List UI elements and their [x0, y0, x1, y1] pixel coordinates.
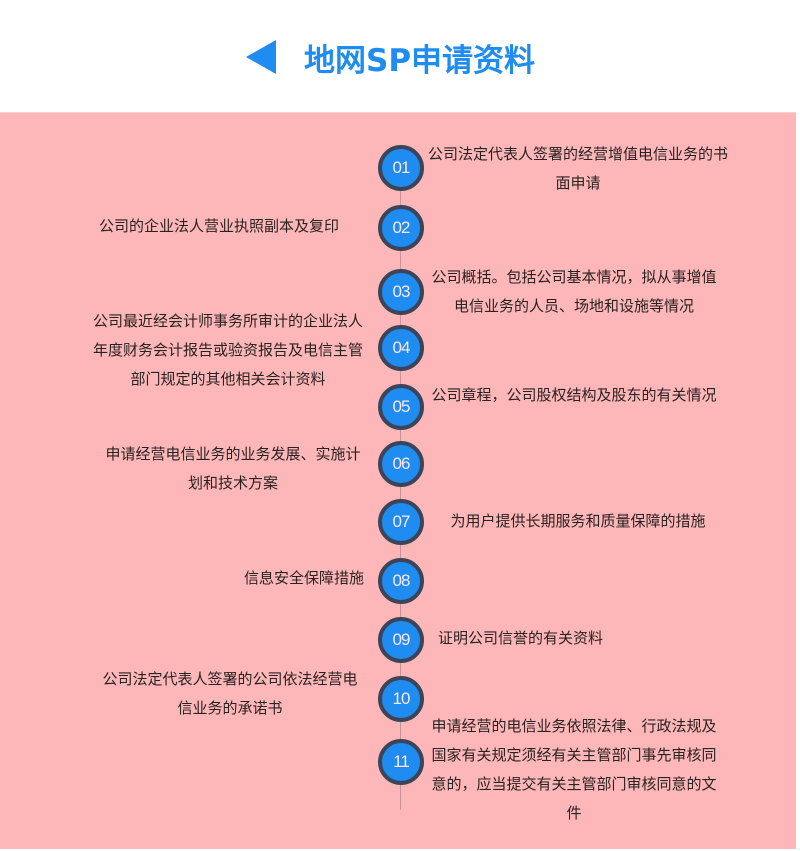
- timeline-node-01: 01: [378, 145, 424, 191]
- timeline-node-11: 11: [378, 739, 424, 785]
- timeline-node-06: 06: [378, 441, 424, 487]
- timeline-item-text-03: 公司概括。包括公司基本情况，拟从事增值电信业务的人员、场地和设施等情况: [431, 268, 717, 315]
- page-title-text: 地网SP申请资料: [304, 42, 536, 79]
- timeline-node-04: 04: [378, 325, 424, 371]
- timeline-node-05: 05: [378, 384, 424, 430]
- timeline-node-09: 09: [378, 617, 424, 663]
- timeline-item-text-10: 公司法定代表人签署的公司依法经营电信业务的承诺书: [102, 670, 358, 717]
- timeline-item-text-09: 证明公司信誉的有关资料: [438, 629, 604, 647]
- timeline-item-text-01: 公司法定代表人签署的经营增值电信业务的书面申请: [428, 145, 729, 192]
- page-title: 地网SP申请资料: [246, 34, 535, 80]
- timeline-node-03: 03: [378, 269, 424, 315]
- timeline-node-02: 02: [378, 205, 424, 251]
- header: 地网SP申请资料: [0, 0, 800, 112]
- timeline-item-text-02: 公司的企业法人营业执照副本及复印: [98, 217, 339, 235]
- timeline-item-text-06: 申请经营电信业务的业务发展、实施计划和技术方案: [105, 445, 361, 492]
- timeline-node-10: 10: [378, 676, 424, 722]
- timeline-item-text-11: 申请经营的电信业务依照法律、行政法规及国家有关规定须经有关主管部门事先审核同意的…: [431, 717, 717, 822]
- left-triangle-icon: [246, 40, 276, 74]
- timeline-item-text-05: 公司章程，公司股权结构及股东的有关情况: [431, 386, 717, 404]
- timeline-item-text-04: 公司最近经会计师事务所审计的企业法人年度财务会计报告或验资报告及电信主管部门规定…: [92, 312, 363, 388]
- timeline-node-08: 08: [378, 558, 424, 604]
- timeline-item-text-07: 为用户提供长期服务和质量保障的措施: [450, 512, 706, 530]
- timeline-node-07: 07: [378, 499, 424, 545]
- timeline-item-text-08: 信息安全保障措施: [243, 569, 364, 587]
